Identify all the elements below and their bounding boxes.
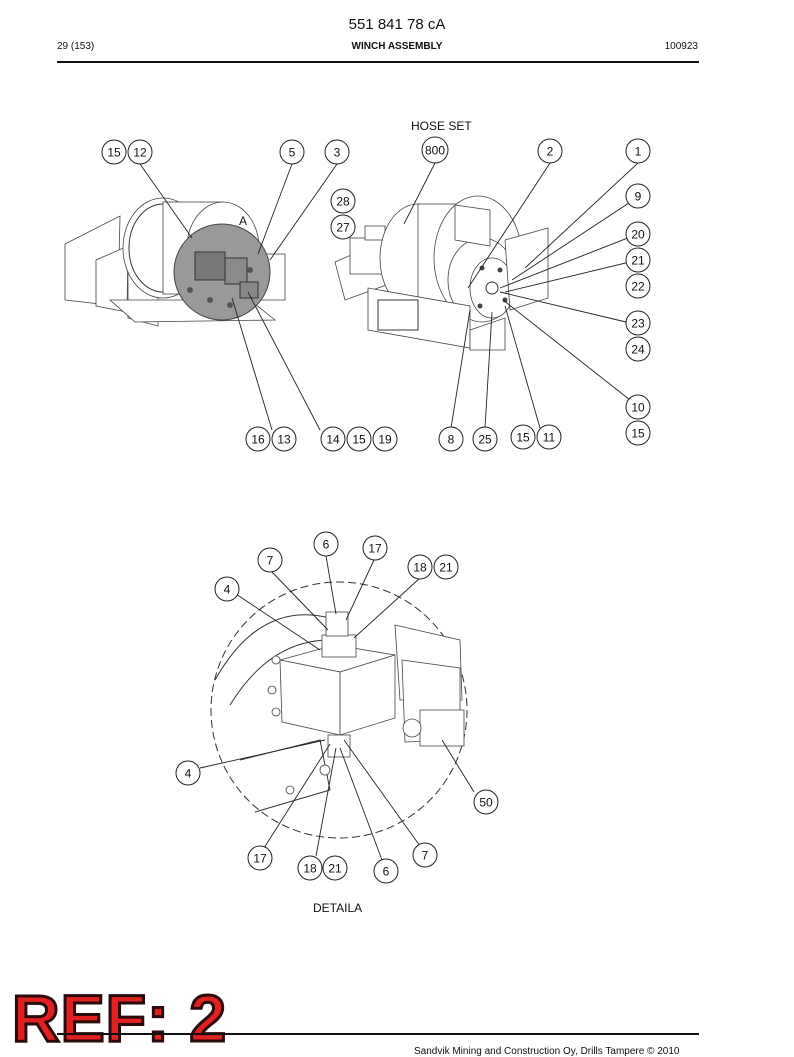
footer-rule	[57, 1033, 699, 1035]
callout-bubble: 27	[330, 214, 356, 240]
date-code: 100923	[664, 41, 698, 52]
callout-bubble: 6	[313, 531, 339, 557]
callout-bubble: 25	[472, 426, 498, 452]
svg-text:28: 28	[336, 195, 350, 209]
leader-lines-top	[139, 162, 639, 431]
callout-bubble: 28	[330, 188, 356, 214]
callout-bubble: 23	[625, 310, 651, 336]
svg-text:16: 16	[251, 433, 265, 447]
page-number: 29 (153)	[57, 41, 95, 52]
callout-bubble: 5	[279, 139, 305, 165]
svg-text:5: 5	[289, 146, 296, 160]
callout-bubble: 3	[324, 139, 350, 165]
callout-bubble: 15	[101, 139, 127, 165]
svg-text:17: 17	[253, 852, 267, 866]
svg-text:2: 2	[547, 145, 554, 159]
callout-bubble: 4	[175, 760, 201, 786]
hose-set-label: HOSE SET	[411, 119, 472, 133]
svg-text:6: 6	[323, 538, 330, 552]
svg-text:800: 800	[425, 144, 445, 158]
callout-bubble: 18	[297, 855, 323, 881]
svg-text:23: 23	[631, 317, 645, 331]
svg-text:7: 7	[422, 849, 429, 863]
callout-bubble: 14	[320, 426, 346, 452]
callout-bubble: 16	[245, 426, 271, 452]
detail-caption: DETAILA	[313, 901, 362, 915]
callout-bubble: 50	[473, 789, 499, 815]
callout-bubble: 800	[421, 136, 449, 164]
svg-text:25: 25	[478, 433, 492, 447]
callout-bubble: 7	[257, 547, 283, 573]
svg-text:4: 4	[224, 583, 231, 597]
callout-bubble: 12	[127, 139, 153, 165]
svg-text:11: 11	[543, 431, 556, 445]
svg-text:15: 15	[631, 427, 645, 441]
svg-text:17: 17	[368, 542, 382, 556]
callout-bubble: 4	[214, 576, 240, 602]
winch-right-illustration	[334, 195, 549, 351]
svg-text:18: 18	[303, 862, 317, 876]
svg-text:14: 14	[326, 433, 340, 447]
svg-text:1: 1	[635, 145, 642, 159]
leader-lines-detail	[199, 555, 475, 861]
svg-text:10: 10	[631, 401, 645, 415]
svg-text:8: 8	[448, 433, 455, 447]
detail-a-marker: A	[239, 214, 247, 228]
callout-bubble: 6	[373, 858, 399, 884]
callout-bubble: 2	[537, 138, 563, 164]
svg-text:21: 21	[631, 254, 645, 268]
svg-text:18: 18	[413, 561, 427, 575]
callout-bubble: 21	[322, 855, 348, 881]
svg-text:19: 19	[378, 433, 392, 447]
callout-bubble: 7	[412, 842, 438, 868]
callout-bubble: 9	[625, 183, 651, 209]
callout-bubble: 18	[407, 554, 433, 580]
svg-text:15: 15	[352, 433, 366, 447]
callout-bubble: 21	[625, 247, 651, 273]
svg-text:3: 3	[334, 146, 341, 160]
svg-text:9: 9	[635, 190, 642, 204]
svg-text:22: 22	[631, 280, 645, 294]
callout-bubble: 1	[625, 138, 651, 164]
header-rule	[57, 61, 699, 63]
page-title: WINCH ASSEMBLY	[351, 41, 443, 52]
callout-bubble: 19	[372, 426, 398, 452]
callout-bubble: 22	[625, 273, 651, 299]
callout-bubble: 17	[247, 845, 273, 871]
callout-bubble: 8	[438, 426, 464, 452]
ref-stamp: REF: 2	[10, 981, 228, 1055]
callout-bubble: 17	[362, 535, 388, 561]
svg-text:21: 21	[439, 561, 453, 575]
svg-text:13: 13	[277, 433, 291, 447]
winch-left-illustration: A	[64, 197, 286, 327]
detail-a-illustration	[210, 581, 468, 839]
svg-text:27: 27	[336, 221, 350, 235]
svg-text:24: 24	[631, 343, 645, 357]
svg-text:21: 21	[328, 862, 342, 876]
callout-bubble: 15	[346, 426, 372, 452]
svg-text:20: 20	[631, 228, 645, 242]
svg-text:15: 15	[107, 146, 121, 160]
svg-text:50: 50	[479, 796, 493, 810]
callout-bubble: 20	[625, 221, 651, 247]
svg-text:4: 4	[185, 767, 192, 781]
footer-copyright: Sandvik Mining and Construction Oy, Dril…	[414, 1046, 680, 1057]
callout-bubble: 21	[433, 554, 459, 580]
callout-bubble: 10	[625, 394, 651, 420]
svg-text:15: 15	[516, 431, 530, 445]
svg-text:7: 7	[267, 554, 274, 568]
svg-text:12: 12	[133, 146, 147, 160]
callout-bubble: 15	[510, 424, 536, 450]
svg-text:6: 6	[383, 865, 390, 879]
callout-bubble: 13	[271, 426, 297, 452]
callout-bubble: 11	[536, 424, 562, 450]
callout-bubble: 15	[625, 420, 651, 446]
document-number: 551 841 78 cA	[348, 16, 446, 33]
callout-bubble: 24	[625, 336, 651, 362]
